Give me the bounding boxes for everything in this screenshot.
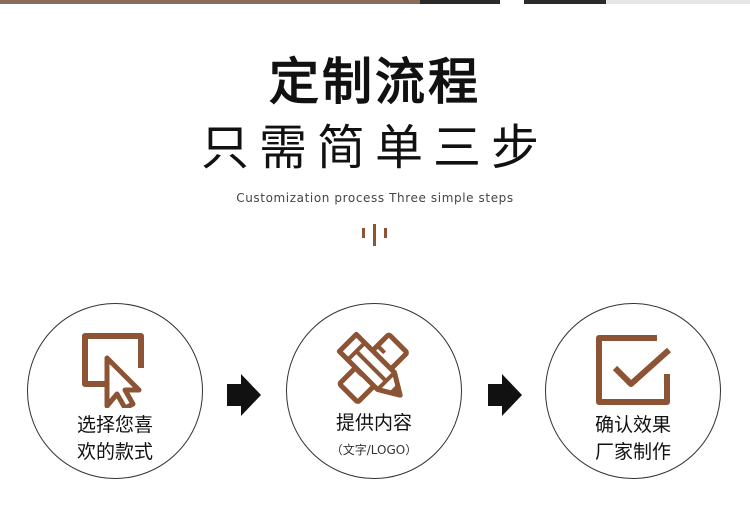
page-subtitle: 只需简单三步: [200, 120, 549, 176]
step-3-label-line1: 确认效果: [594, 414, 671, 436]
step-1-label-line1: 选择您喜: [76, 414, 153, 436]
page-title: 定制流程: [269, 53, 481, 111]
step-3-label-line2: 厂家制作: [594, 441, 671, 463]
cursor-select-icon: [75, 328, 155, 411]
step-2-label: 提供内容: [335, 412, 412, 434]
arrow-right-icon: [227, 374, 261, 416]
step-select-style: 选择您喜 欢的款式: [27, 303, 203, 479]
step-confirm-produce: 确认效果 厂家制作: [545, 303, 721, 479]
arrow-right-icon: [488, 374, 522, 416]
step-1-label-line2: 欢的款式: [76, 441, 153, 463]
step-provide-content: 提供内容 （文字/LOGO）: [286, 303, 462, 479]
step-2-sublabel: （文字/LOGO）: [330, 443, 418, 457]
title-divider-icon: [360, 224, 390, 248]
pencil-ruler-icon: [332, 328, 416, 410]
english-subtitle: Customization process Three simple steps: [236, 191, 514, 205]
top-bar-segment-light: [606, 0, 750, 4]
checkbox-check-icon: [593, 330, 673, 410]
top-bar-segment-dark: [420, 0, 500, 4]
top-bar-segment-dark-2: [524, 0, 606, 4]
top-decorative-bar: [0, 0, 750, 4]
top-bar-segment-brown: [0, 0, 420, 4]
